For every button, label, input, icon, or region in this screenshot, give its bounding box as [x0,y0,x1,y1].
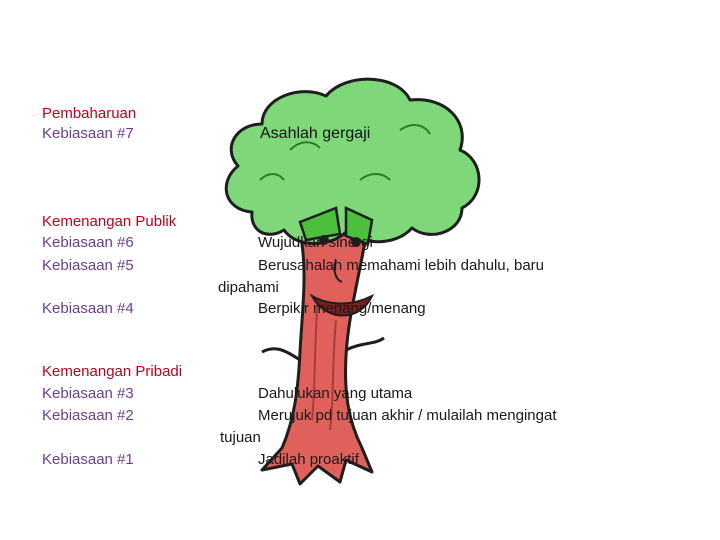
habit-label-7: Kebiasaan #7 [42,125,134,142]
habit-desc-1: Jadilah proaktif [258,451,359,468]
habit-label-1: Kebiasaan #1 [42,451,134,468]
habit-desc-2-line2: tujuan [220,429,261,446]
group-heading-kemenangan-publik: Kemenangan Publik [42,213,177,230]
habit-label-6: Kebiasaan #6 [42,234,134,251]
group-heading-kemenangan-pribadi: Kemenangan Pribadi [42,363,183,380]
habit-desc-4: Berpikir menang/menang [258,300,426,317]
habit-label-2: Kebiasaan #2 [42,407,134,424]
habit-label-5: Kebiasaan #5 [42,257,134,274]
habit-label-4: Kebiasaan #4 [42,300,134,317]
group-heading-pembaharuan: Pembaharuan [42,105,137,122]
habit-label-3: Kebiasaan #3 [42,385,134,402]
habit-desc-5-line1: Berusahalah memahami lebih dahulu, baru [258,257,545,274]
habit-desc-2-line1: Merujuk pd tujuan akhir / mulailah mengi… [258,407,557,424]
tree-face [298,206,375,317]
habit-desc-5-line2: dipahami [218,279,279,296]
tree-foliage [224,77,481,245]
habit-desc-7: Asahlah gergaji [260,125,371,142]
habit-desc-6: Wujudkan sinergi [258,234,373,251]
tree-trunk [260,230,385,486]
habit-desc-3: Dahulukan yang utama [258,385,413,402]
